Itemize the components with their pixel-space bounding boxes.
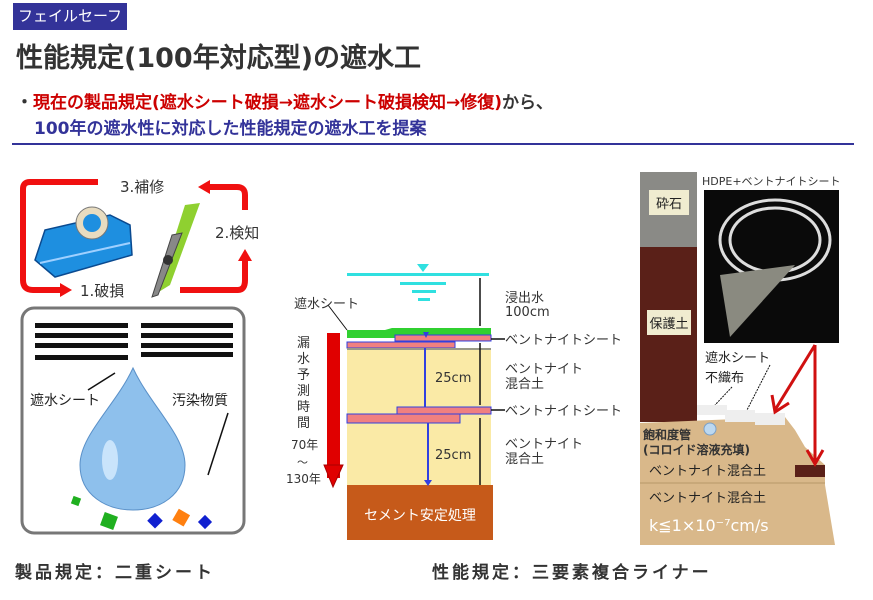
header-divider <box>12 143 854 145</box>
crushed-stone-label: 砕石 <box>656 197 682 212</box>
svg-text:水: 水 <box>297 352 310 367</box>
leak-time-arrow <box>327 333 340 478</box>
page-title: 性能規定(100年対応型)の遮水工 <box>16 43 422 74</box>
bentonite-sheet-layer <box>394 334 492 342</box>
sheet-label: 遮水シート <box>294 296 359 312</box>
bentonite-mix-block <box>640 417 835 545</box>
bentonite-sheet-layer <box>396 406 492 415</box>
mix-lower-label: ベントナイト混合土 <box>649 491 766 506</box>
step-damage-label: 1.破損 <box>80 282 124 300</box>
dimension-arrows <box>479 278 505 485</box>
bullet-line-2: 100年の遮水性に対応した性能規定の遮水工を提案 <box>34 119 427 139</box>
pollutant-particles-icon <box>70 495 213 530</box>
bullet-line-1: ・現在の製品規定(遮水シート破損→遮水シート破損検知→修復)から、 <box>16 88 553 113</box>
thickness-label: 25cm <box>435 448 471 463</box>
svg-text:間: 間 <box>297 416 310 431</box>
double-sheet-lines <box>35 323 233 360</box>
sheet-pointer <box>87 372 116 391</box>
leak-tilde: ～ <box>297 456 308 469</box>
svg-text:時: 時 <box>297 400 310 415</box>
pollutant-label: 汚染物質 <box>172 393 228 409</box>
leachate-label: 浸出水 <box>505 291 544 306</box>
svg-text:測: 測 <box>297 384 310 399</box>
cement-label: セメント安定処理 <box>364 508 476 524</box>
leak-min: 70年 <box>291 438 318 452</box>
bentonite-sheet-label: ベントナイトシート <box>505 404 622 419</box>
mix-soil-label: ベントナイト <box>505 362 583 377</box>
mix-soil-label: 混合土 <box>505 377 544 392</box>
product-spec-caption: 製品規定：二重シート <box>15 563 215 583</box>
step-repair-label: 3.補修 <box>120 178 164 196</box>
pointer-arrows <box>770 344 825 468</box>
sheet-label: 遮水シート <box>30 393 100 409</box>
tape-dispenser-icon <box>34 206 133 278</box>
sheet-label: 遮水シート <box>705 350 770 366</box>
leak-max: 130年 <box>286 472 321 486</box>
svg-text:予: 予 <box>297 368 310 383</box>
product-spec-figure: 3.補修 2.検知 1.破損 遮水シート 汚染物質 <box>20 178 259 535</box>
step-detect-label: 2.検知 <box>215 224 259 242</box>
cycle-arrows <box>20 179 248 293</box>
nonwoven-label: 不織布 <box>705 371 744 386</box>
current-spec-text: 現在の製品規定(遮水シート破損→遮水シート破損検知→修復) <box>33 93 503 113</box>
arrow-head-icon <box>198 180 210 194</box>
bentonite-sheet-layer <box>346 413 461 424</box>
arrow-head-icon <box>60 283 72 297</box>
protective-soil-label: 保護土 <box>649 316 688 332</box>
product-label: HDPE+ベントナイトシート <box>702 175 841 188</box>
svg-text:漏: 漏 <box>297 335 310 351</box>
colloid-label: (コロイド溶液充填) <box>643 442 750 457</box>
permeability-label: k≦1×10⁻⁷cm/s <box>649 516 769 535</box>
saturation-tube-label: 飽和度管 <box>642 427 691 442</box>
cutter-knife-icon <box>151 203 200 298</box>
section-badge: フェイルセーフデザイン <box>13 3 127 52</box>
mix-soil-label: 混合土 <box>505 452 544 467</box>
arrow-head-icon <box>238 249 252 261</box>
line1-tail: から、 <box>502 93 554 113</box>
hdpe-sheet-photo <box>704 190 839 343</box>
saturation-tube-icon <box>703 422 717 436</box>
leachate-depth: 100cm <box>505 305 550 320</box>
seepage-path <box>424 348 429 480</box>
pollutant-pointer <box>207 412 229 476</box>
performance-spec-caption: 性能規定：三要素複合ライナー <box>432 563 712 583</box>
bentonite-sheet-layer <box>346 341 456 349</box>
water-level-icon <box>347 264 489 301</box>
thickness-label: 25cm <box>435 371 471 386</box>
mix-soil-label: ベントナイト <box>505 437 583 452</box>
bentonite-sheet-label: ベントナイトシート <box>505 333 622 348</box>
leak-time-label: 漏 水 予 測 時 間 <box>297 335 310 431</box>
sheet-pointer <box>327 304 348 331</box>
composite-liner-photo: 砕石 保護土 HDPE+ベントナイトシート 遮水シート 不織布 飽和度管 (コロ… <box>640 172 841 545</box>
mix-upper-label: ベントナイト混合土 <box>649 464 766 479</box>
performance-spec-diagram: 遮水シート 浸出水 100cm ベントナイトシート ベントナイト 混合土 ベント… <box>286 264 622 540</box>
cement-base <box>347 485 493 540</box>
bullet-dot: ・ <box>16 93 33 113</box>
